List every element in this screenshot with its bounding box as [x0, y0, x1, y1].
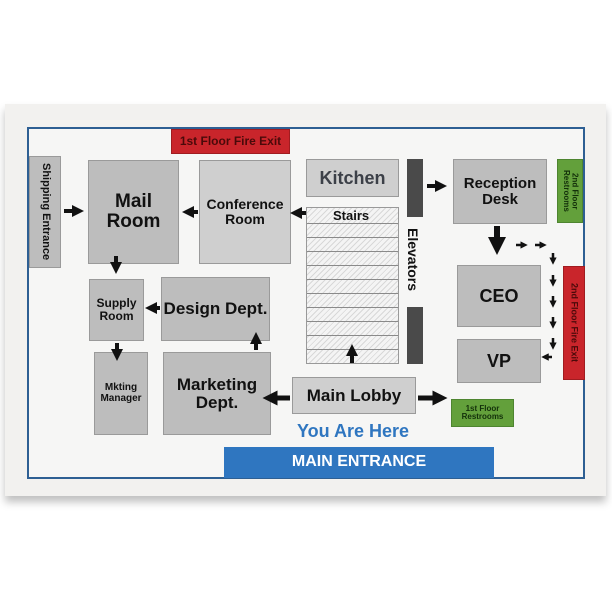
fire-exit-label: 1st Floor Fire Exit — [179, 134, 282, 149]
marketing-dept: Marketing Dept. — [163, 352, 271, 435]
design-dept: Design Dept. — [161, 277, 270, 341]
restrooms-2-label: 2nd Floor Restrooms — [562, 170, 580, 212]
elevator-top — [407, 159, 423, 217]
vp-label: VP — [486, 350, 511, 371]
elevator-bottom — [407, 307, 423, 364]
kitchen: Kitchen — [306, 159, 399, 197]
marketing-dept-label: Marketing Dept. — [176, 374, 258, 412]
main-lobby-label: Main Lobby — [306, 385, 402, 405]
mkting-manager-label: Mkting Manager — [100, 382, 142, 404]
design-dept-label: Design Dept. — [163, 299, 268, 319]
supply-room-label: Supply Room — [96, 296, 137, 323]
main-entrance: MAIN ENTRANCE — [224, 447, 494, 478]
ceo: CEO — [457, 265, 541, 327]
restrooms-1-label: 1st Floor Restrooms — [461, 403, 504, 421]
vp: VP — [457, 339, 541, 383]
first-floor-restrooms: 1st Floor Restrooms — [451, 399, 514, 427]
mail-room-label: Mail Room — [106, 191, 161, 232]
fire-exit-2-label: 2nd Floor Fire Exit — [569, 283, 580, 363]
kitchen-label: Kitchen — [319, 167, 386, 188]
second-floor-restrooms: 2nd Floor Restrooms — [557, 159, 583, 223]
you-are-here-label: You Are Here — [297, 421, 410, 441]
mkting-manager: Mkting Manager — [94, 352, 148, 435]
stairs — [306, 207, 399, 364]
second-floor-fire-exit: 2nd Floor Fire Exit — [563, 266, 585, 380]
main-entrance-label: MAIN ENTRANCE — [291, 453, 427, 471]
supply-room: Supply Room — [89, 279, 144, 341]
main-lobby: Main Lobby — [292, 377, 416, 414]
first-floor-fire-exit: 1st Floor Fire Exit — [171, 129, 290, 154]
conference-room-label: Conference Room — [206, 196, 284, 227]
ceo-label: CEO — [479, 285, 519, 306]
reception-desk-label: Reception Desk — [463, 174, 537, 208]
mail-room: Mail Room — [88, 160, 179, 264]
shipping-entrance-label: Shipping Entrance — [39, 163, 52, 261]
shipping-entrance: Shipping Entrance — [29, 156, 61, 268]
stairs-label: Stairs — [333, 208, 370, 223]
elevators-label: Elevators — [405, 228, 421, 292]
reception-desk: Reception Desk — [453, 159, 547, 224]
